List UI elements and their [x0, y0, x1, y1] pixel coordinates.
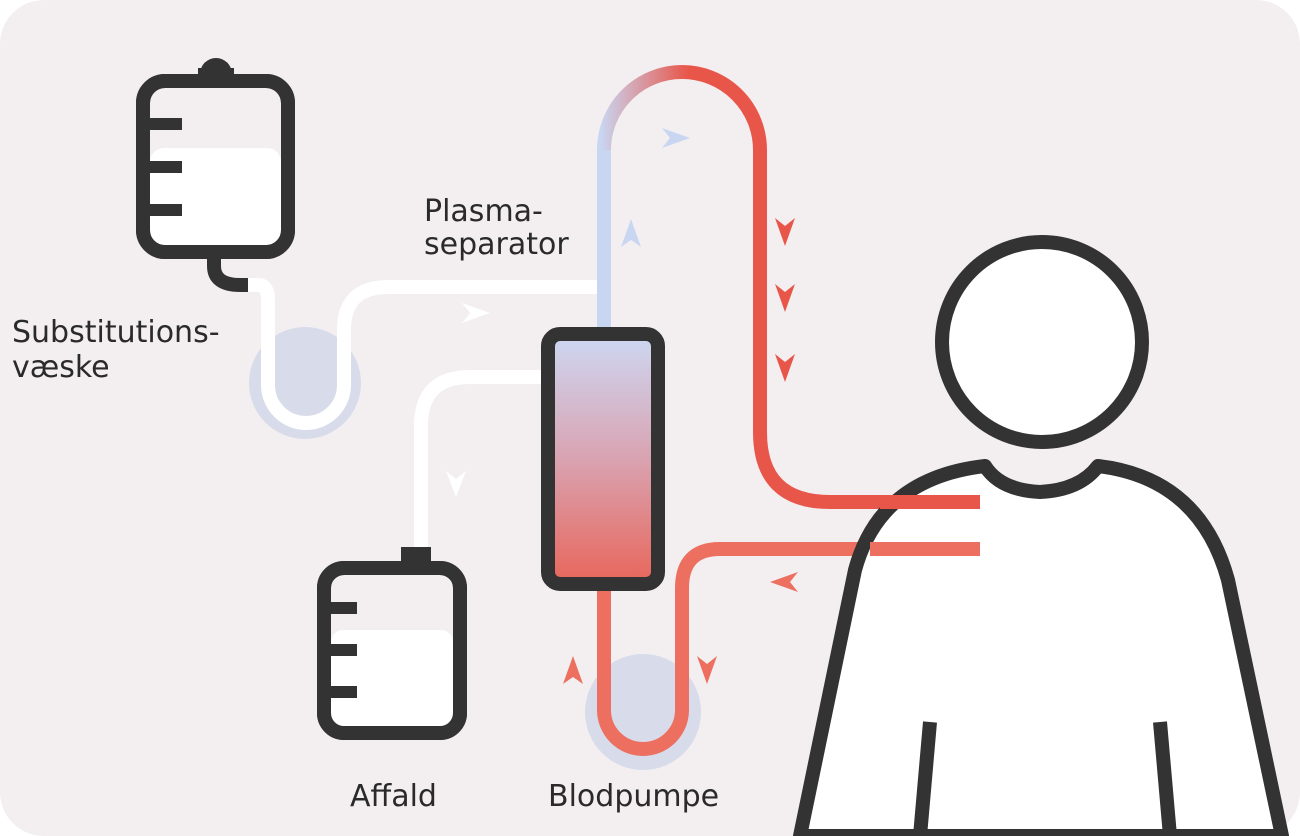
- waste-tube: [414, 370, 548, 552]
- arrow-down-icon: [446, 471, 466, 497]
- arrow-up-icon: [563, 656, 583, 684]
- person-icon: [793, 235, 1289, 836]
- arrow-up-icon: [621, 219, 641, 247]
- substitution-tube: [243, 278, 600, 430]
- arrow-right-icon: [662, 128, 690, 148]
- substitution-label-line1: Substitutions-: [12, 315, 220, 350]
- arrow-left-icon: [770, 572, 798, 592]
- arrow-down-icon: [775, 218, 795, 246]
- blood-inflow-tube: [597, 542, 980, 756]
- separator-label-line1: Plasma-: [424, 194, 543, 229]
- waste-label: Affald: [350, 779, 437, 814]
- arrow-down-icon: [775, 354, 795, 382]
- blood-pump-label: Blodpumpe: [548, 779, 719, 814]
- plasma-separator-icon: [541, 327, 665, 591]
- waste-container-icon: [317, 547, 467, 740]
- arrow-down-icon: [697, 656, 717, 684]
- substitution-label-line2: væske: [12, 350, 110, 385]
- iv-bag-icon: [136, 58, 295, 292]
- flow-arrows: [446, 128, 798, 684]
- arrow-right-icon: [462, 303, 490, 323]
- separator-label-line2: separator: [424, 227, 569, 262]
- arrow-down-icon: [775, 284, 795, 312]
- blood-return-tube: [597, 65, 980, 509]
